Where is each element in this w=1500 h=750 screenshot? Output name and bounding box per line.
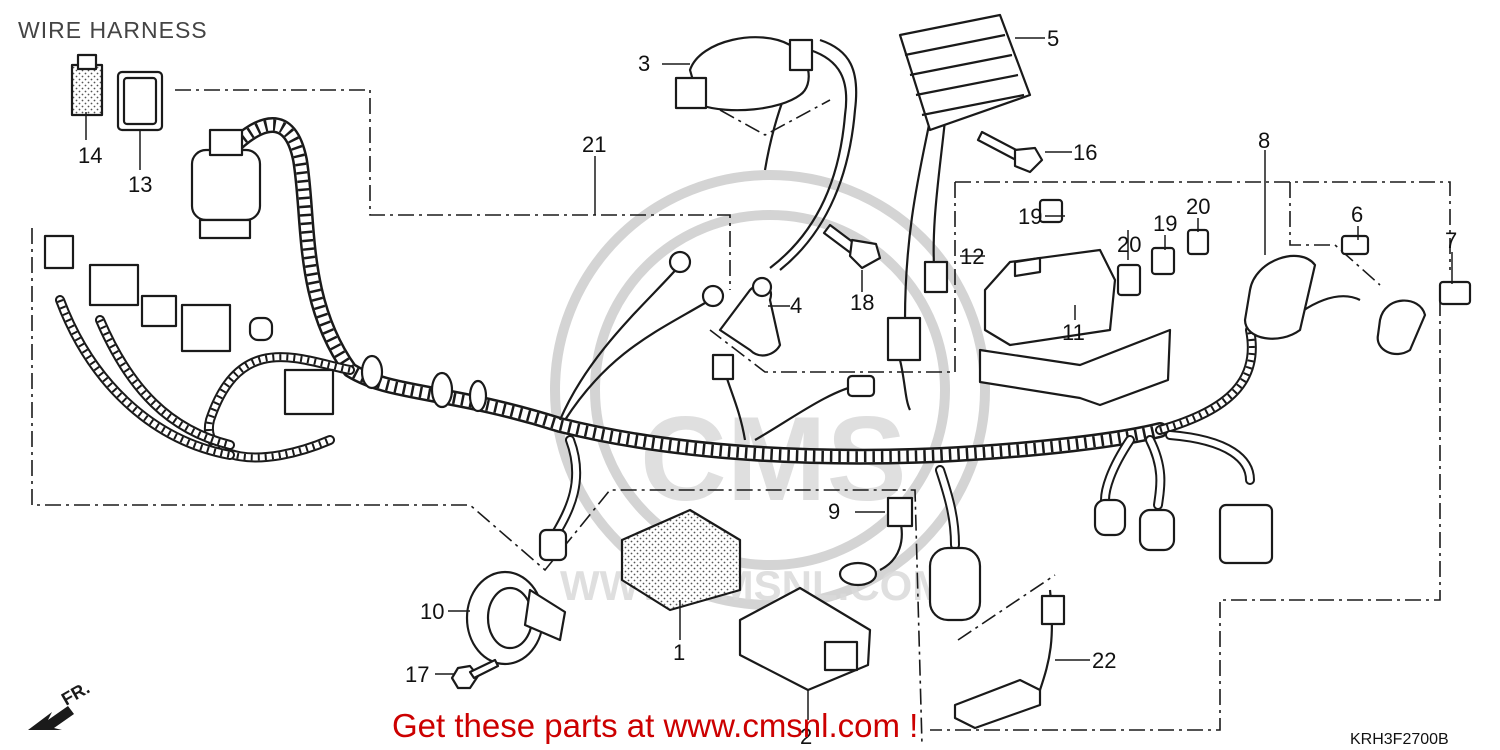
cdi-unit-1: [620, 508, 742, 612]
outline-left-group: [31, 228, 923, 746]
diagram-title: WIRE HARNESS: [18, 17, 208, 43]
connector-9: [838, 496, 914, 587]
outline-coil-link: [1289, 182, 1381, 286]
callout-17: 17: [405, 662, 429, 687]
outline-relay: [709, 182, 956, 373]
callout-16: 16: [1073, 140, 1097, 165]
callout-12: 12: [960, 244, 984, 269]
sensor-22: [953, 594, 1066, 730]
lower-connectors: [538, 260, 1274, 622]
callout-22: 22: [1092, 648, 1116, 673]
left-connectors: [43, 234, 335, 416]
front-direction-marker: FR.: [28, 678, 93, 730]
fuse-box-11: [983, 248, 1117, 347]
outline-connector-panel: [955, 181, 1451, 270]
callout-leaders: [85, 37, 1453, 720]
bolt-18: [822, 223, 882, 270]
callout-20a: 20: [1117, 232, 1141, 257]
connector-6: [1340, 234, 1370, 256]
callout-4: 4: [790, 293, 802, 318]
bolt-16: [976, 130, 1044, 174]
promo-text[interactable]: Get these parts at www.cmsnl.com !: [392, 707, 918, 744]
callout-6: 6: [1351, 202, 1363, 227]
group-outlines: [31, 89, 1451, 746]
callout-8: 8: [1258, 128, 1270, 153]
callout-21: 21: [582, 132, 606, 157]
callout-14: 14: [78, 143, 102, 168]
main-harness: [55, 117, 1257, 550]
cmsnl-watermark: CMS WWW.CMSNL.COM: [550, 170, 990, 610]
ring-terminals: [668, 250, 725, 308]
diagram-code: KRH3F2700B: [1350, 731, 1449, 748]
callout-1: 1: [673, 640, 685, 665]
callout-19a: 19: [1018, 204, 1042, 229]
relay-14: [70, 53, 104, 117]
horn-10: [465, 570, 567, 666]
callout-5: 5: [1047, 26, 1059, 51]
svg-text:WWW.CMSNL.COM: WWW.CMSNL.COM: [560, 562, 947, 609]
regulator-rectifier-5: [898, 13, 1032, 132]
promo-link[interactable]: Get these parts at www.cmsnl.com !: [392, 707, 918, 744]
ignition-switch: [190, 128, 262, 240]
callout-7: 7: [1445, 228, 1457, 253]
relay-13: [116, 70, 164, 132]
callout-20b: 20: [1186, 194, 1210, 219]
callout-2: 2: [800, 724, 812, 749]
spark-plug-cap-4: [718, 276, 782, 357]
outline-top-coil: [719, 99, 831, 136]
relay-12: [978, 328, 1172, 407]
outline-top-left: [175, 89, 731, 290]
bolt-17: [450, 658, 500, 690]
callout-19b: 19: [1153, 211, 1177, 236]
outline-right-side: [930, 300, 1441, 731]
callout-11: 11: [1062, 320, 1085, 345]
callout-9: 9: [828, 499, 840, 524]
callout-10: 10: [420, 599, 444, 624]
coil-8: [1243, 254, 1427, 356]
callout-labels: 1 2 3 4 5 6 7 8 9 10 11 12 13 14 16 17 1…: [78, 26, 1457, 749]
callout-18: 18: [850, 290, 874, 315]
cdi-unit-2: [738, 586, 872, 692]
front-arrow-icon: [28, 706, 74, 730]
callout-3: 3: [638, 51, 650, 76]
ignition-coil-3: [674, 36, 814, 112]
callout-13: 13: [128, 172, 152, 197]
outline-sensor: [957, 574, 1056, 641]
connector-7: [1438, 280, 1472, 306]
front-label: FR.: [58, 678, 93, 710]
